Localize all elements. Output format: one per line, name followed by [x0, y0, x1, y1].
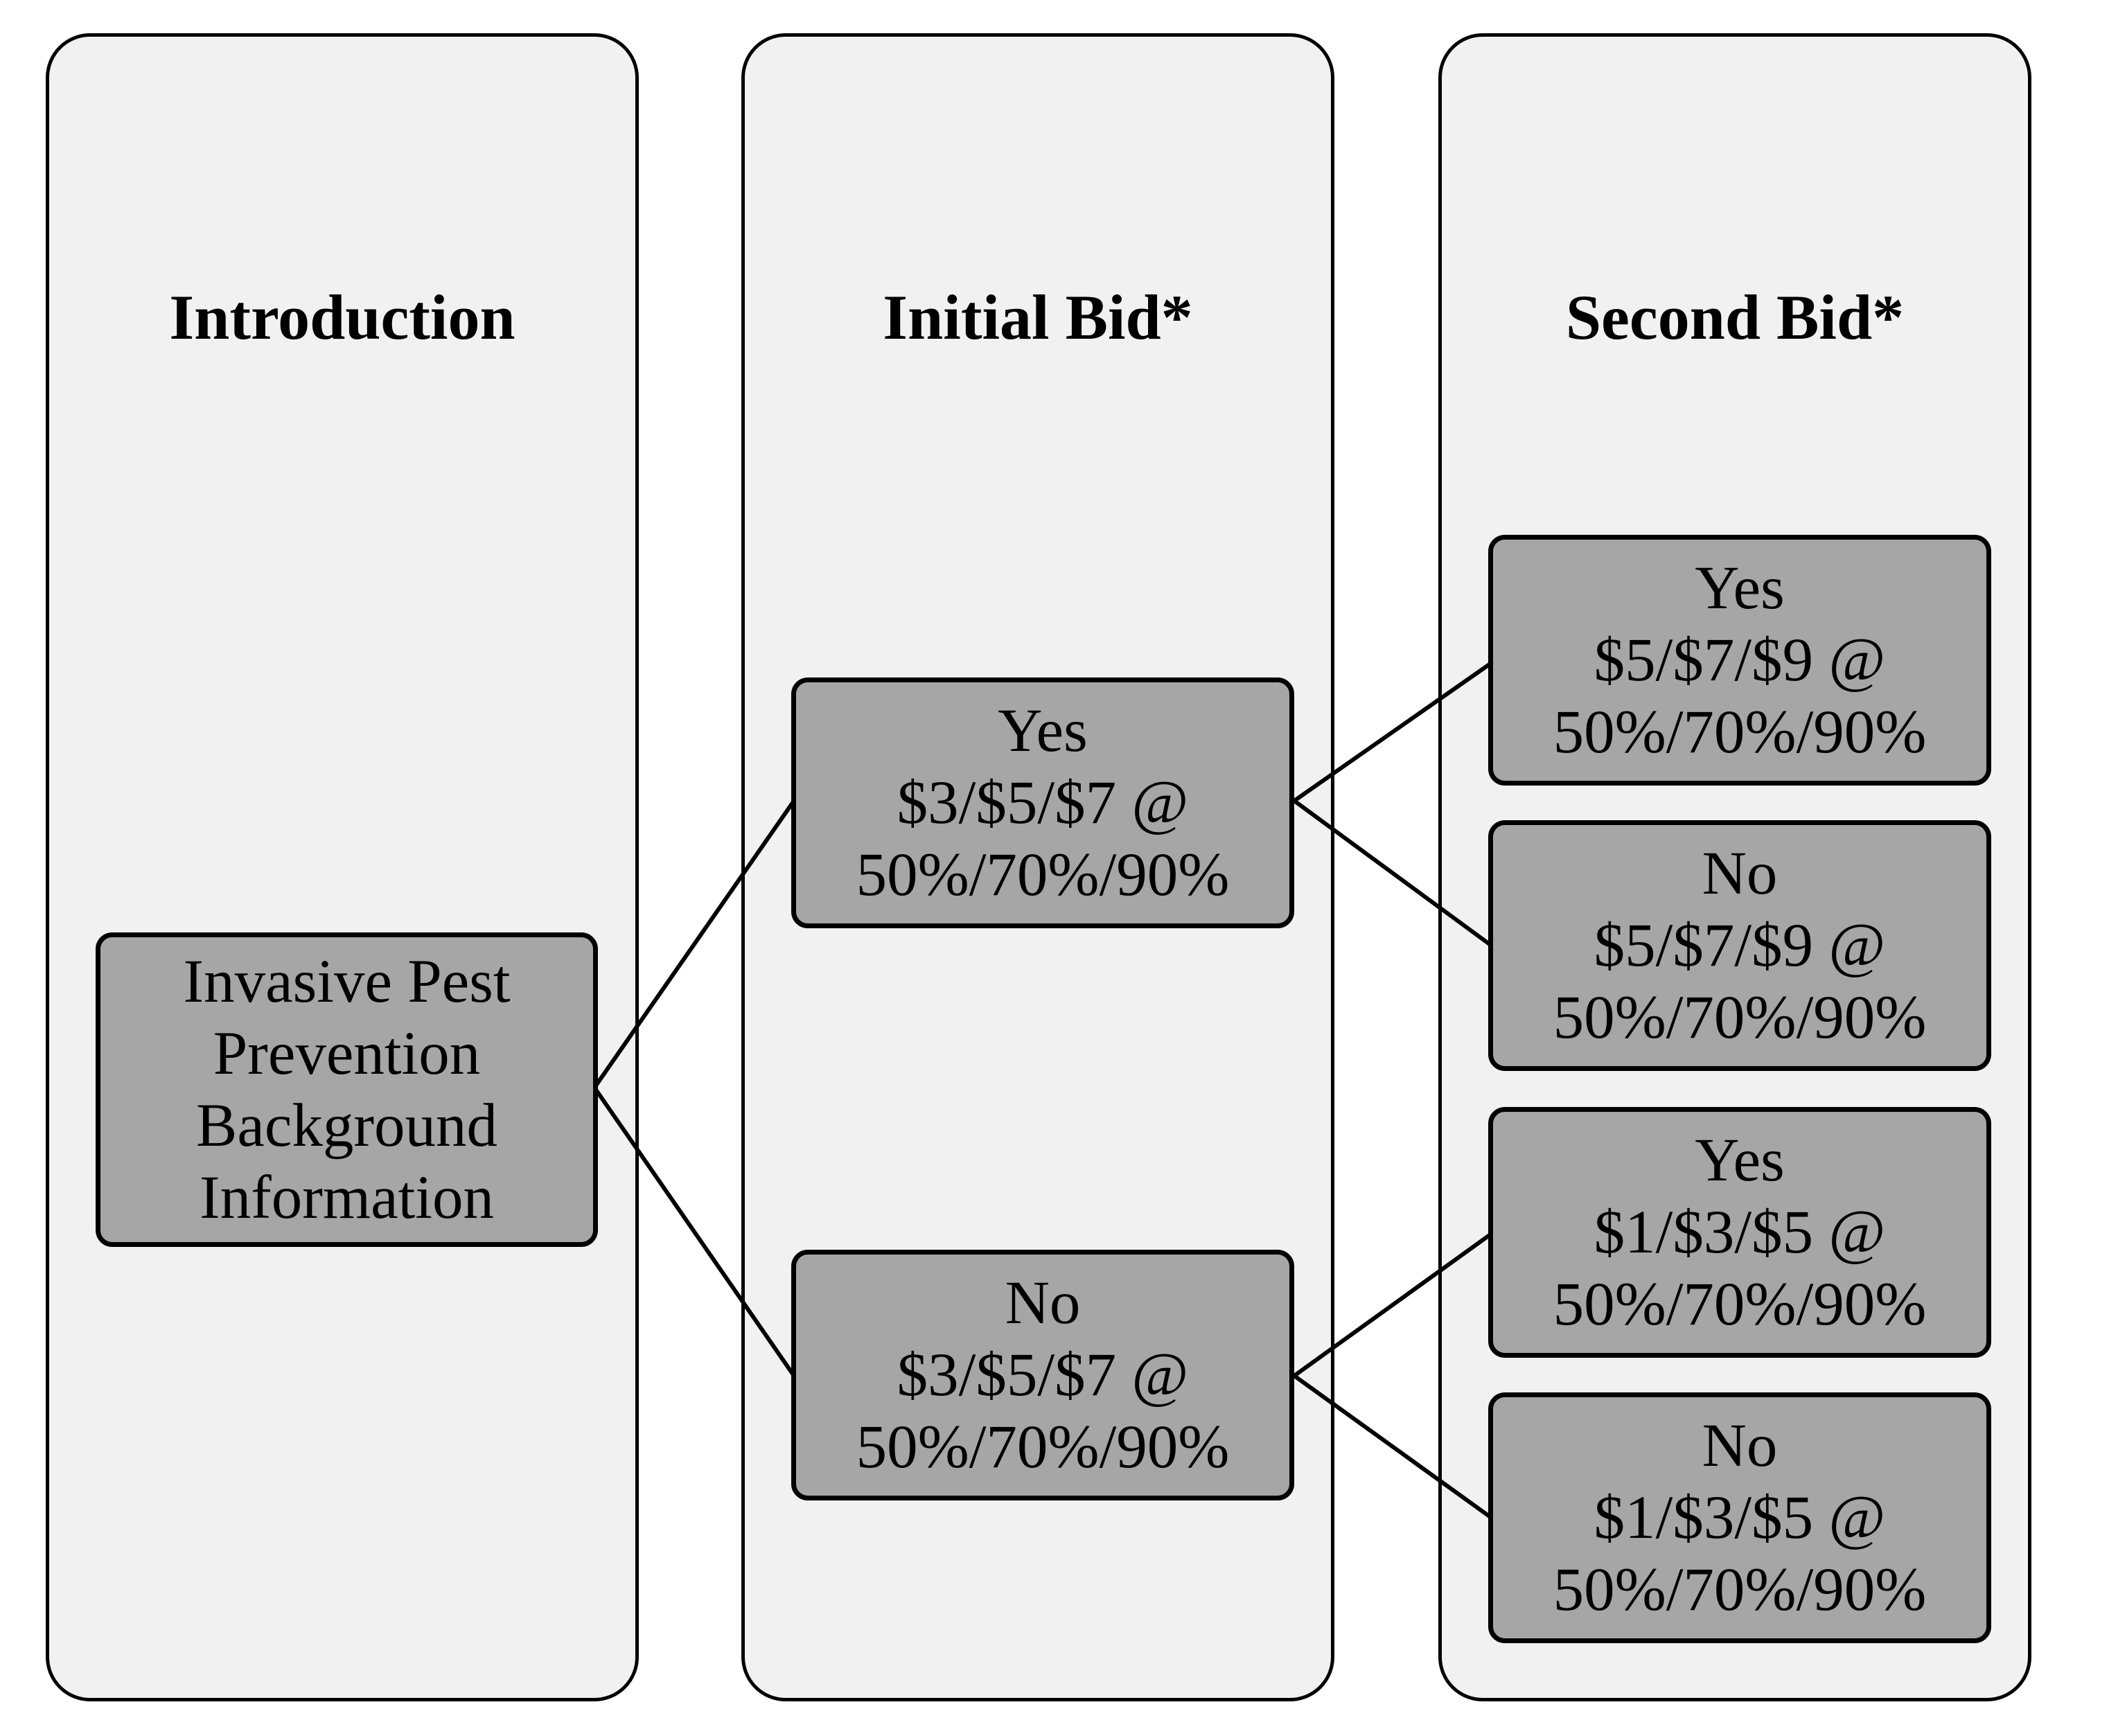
- second-no-high-answer: No: [1702, 840, 1778, 907]
- initial-yes-probs: 50%/70%/90%: [856, 841, 1230, 909]
- second-yes-low-answer: Yes: [1695, 1126, 1785, 1194]
- second-yes-high-answer: Yes: [1695, 554, 1785, 622]
- initial-bid-title: Initial Bid*: [883, 282, 1193, 353]
- intro-line-3: Background: [195, 1092, 497, 1160]
- second-no-high-probs: 50%/70%/90%: [1553, 984, 1927, 1052]
- introduction-title: Introduction: [169, 282, 515, 353]
- initial-yes-bids: $3/$5/$7 @: [897, 769, 1189, 837]
- second-no-high-node: No $5/$7/$9 @ 50%/70%/90%: [1488, 820, 1991, 1071]
- intro-node: Invasive Pest Prevention Background Info…: [96, 932, 598, 1247]
- second-yes-low-node: Yes $1/$3/$5 @ 50%/70%/90%: [1488, 1107, 1991, 1358]
- second-no-low-bids: $1/$3/$5 @: [1594, 1484, 1886, 1552]
- initial-no-bids: $3/$5/$7 @: [897, 1341, 1189, 1409]
- initial-no-node: No $3/$5/$7 @ 50%/70%/90%: [791, 1250, 1294, 1500]
- second-no-high-bids: $5/$7/$9 @: [1594, 912, 1886, 980]
- second-yes-low-bids: $1/$3/$5 @: [1594, 1198, 1886, 1266]
- second-yes-high-probs: 50%/70%/90%: [1553, 698, 1927, 766]
- intro-line-1: Invasive Pest: [183, 948, 511, 1016]
- initial-no-probs: 50%/70%/90%: [856, 1413, 1230, 1481]
- second-no-low-probs: 50%/70%/90%: [1553, 1556, 1927, 1624]
- second-yes-low-probs: 50%/70%/90%: [1553, 1270, 1927, 1338]
- second-yes-high-bids: $5/$7/$9 @: [1594, 626, 1886, 694]
- second-bid-title: Second Bid*: [1565, 282, 1905, 353]
- initial-no-answer: No: [1005, 1269, 1081, 1337]
- initial-yes-answer: Yes: [998, 697, 1088, 765]
- second-yes-high-node: Yes $5/$7/$9 @ 50%/70%/90%: [1488, 535, 1991, 786]
- introduction-panel: Introduction: [46, 33, 639, 1701]
- intro-line-4: Information: [199, 1164, 495, 1232]
- intro-line-2: Prevention: [213, 1020, 481, 1088]
- second-no-low-node: No $1/$3/$5 @ 50%/70%/90%: [1488, 1392, 1991, 1643]
- second-no-low-answer: No: [1702, 1412, 1778, 1480]
- initial-yes-node: Yes $3/$5/$7 @ 50%/70%/90%: [791, 677, 1294, 928]
